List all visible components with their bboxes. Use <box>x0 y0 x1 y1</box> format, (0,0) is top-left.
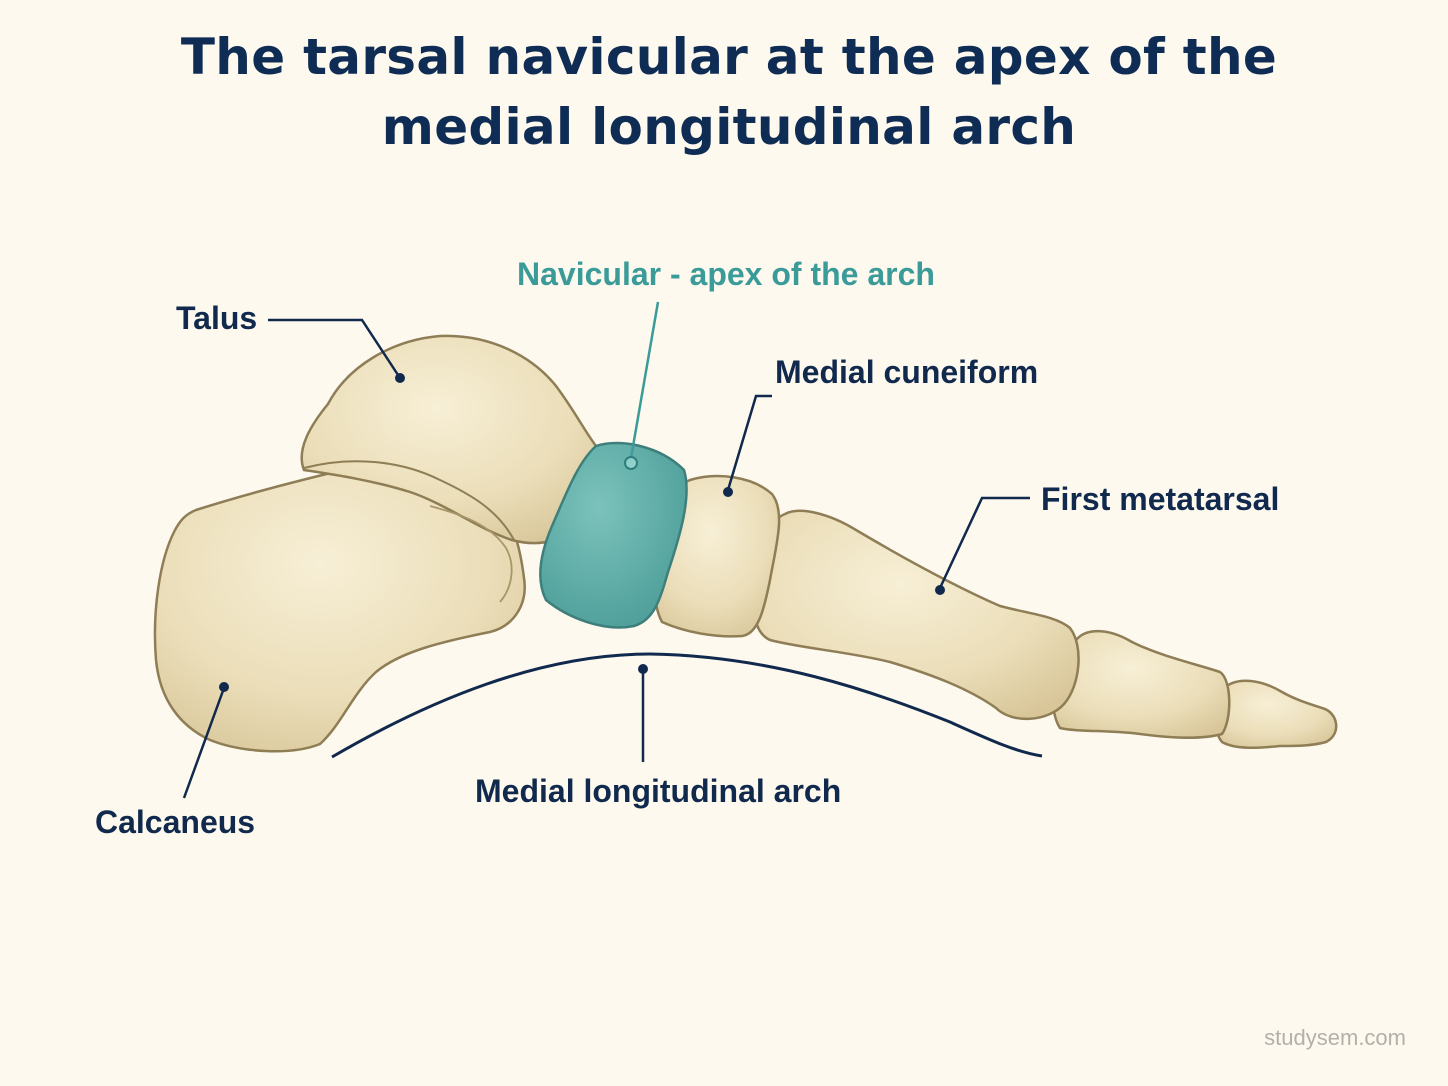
title-line-1: The tarsal navicular at the apex of the <box>180 28 1278 86</box>
first-metatarsal-label: First metatarsal <box>1041 481 1280 517</box>
talus-label: Talus <box>176 300 258 336</box>
medial-cuneiform-leader-dot <box>723 487 733 497</box>
medial-cuneiform-label: Medial cuneiform <box>775 354 1039 390</box>
medial-cuneiform-leader-line <box>726 394 772 491</box>
diagram-title: The tarsal navicular at the apex of the … <box>0 22 1448 162</box>
talus-calcaneus-joint-line <box>303 460 515 541</box>
first-metatarsal-bone <box>751 509 1080 720</box>
navicular-label: Navicular - apex of the arch <box>517 256 935 292</box>
navicular-leader-dot <box>624 456 638 470</box>
talus-leader-dot <box>395 373 405 383</box>
first-metatarsal-leader-dot <box>935 585 945 595</box>
medial-longitudinal-arch-curve <box>331 652 1043 759</box>
distal-phalanx-bone <box>1213 679 1338 749</box>
navicular-bone <box>539 441 688 629</box>
talus-leader-line <box>268 318 402 379</box>
arch-label: Medial longitudinal arch <box>475 773 842 809</box>
watermark: studysem.com <box>1264 1025 1406 1050</box>
first-metatarsal-leader-line <box>938 496 1030 589</box>
proximal-phalanx-bone <box>1051 629 1231 739</box>
subtalar-contour <box>429 505 513 603</box>
navicular-leader-line <box>629 301 660 459</box>
calcaneus-leader-line <box>182 687 226 799</box>
calcaneus-label: Calcaneus <box>95 804 256 840</box>
arch-leader-dot <box>638 664 648 674</box>
calcaneus-leader-dot <box>219 682 229 692</box>
title-line-2: medial longitudinal arch <box>381 98 1077 156</box>
